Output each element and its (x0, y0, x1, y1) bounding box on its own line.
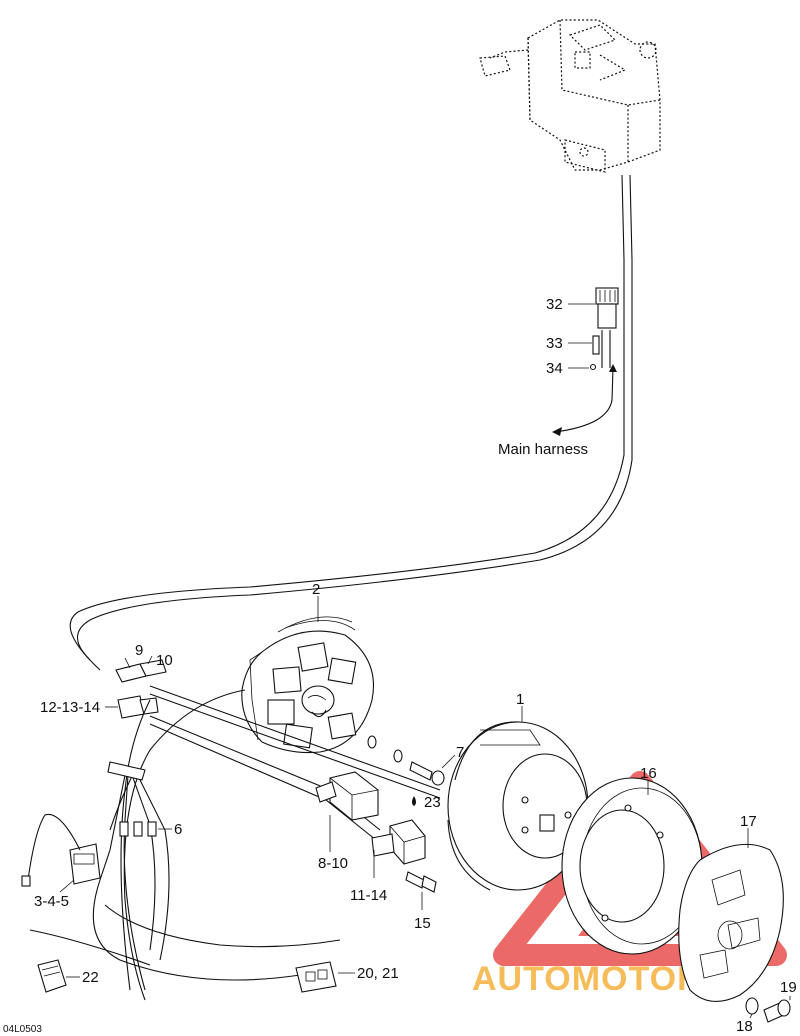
harness-wire-a (76, 174, 633, 661)
main-harness-lead (554, 367, 614, 433)
connector-12-13-14 (117, 695, 159, 719)
label-7: 7 (456, 744, 464, 761)
main-harness-arrow (552, 427, 562, 436)
bolt-15 (405, 871, 437, 893)
label-6: 6 (174, 821, 182, 838)
label-3-4-5: 3-4-5 (34, 893, 69, 910)
wire-rail-2 (149, 693, 441, 799)
ring-gear-16 (561, 777, 703, 955)
washer-18 (745, 997, 759, 1015)
loctite-drop-icon (412, 796, 416, 806)
label-34: 34 (546, 360, 563, 377)
screw-7 (367, 735, 445, 786)
label-11-14: 11-14 (350, 887, 387, 904)
wire-loop-lower (92, 879, 301, 981)
sensor-8-10 (315, 771, 379, 821)
connector-3-4-5 (21, 813, 101, 887)
wire-tie (107, 761, 146, 781)
wire-bundle-1 (120, 699, 151, 991)
hub-cover-17 (678, 843, 784, 1002)
connector-22 (37, 959, 67, 993)
label-9: 9 (135, 642, 143, 659)
label-22: 22 (82, 969, 99, 986)
wire-branch-a (99, 774, 126, 881)
label-15: 15 (414, 915, 431, 932)
bolt-19 (763, 999, 791, 1023)
label-17: 17 (740, 813, 757, 830)
label-33: 33 (546, 335, 563, 352)
wire-loop-mid (104, 904, 341, 948)
wire-rail-1 (149, 685, 441, 791)
cdi-box-phantom (479, 19, 661, 173)
seal-34 (589, 363, 597, 371)
harness-wire-b (69, 174, 625, 671)
wire-branch-b (123, 774, 146, 991)
connector-32 (595, 287, 619, 329)
label-32: 32 (546, 296, 563, 313)
label-10: 10 (156, 652, 173, 669)
terminal-33 (592, 330, 611, 368)
label-20-21: 20, 21 (357, 965, 399, 982)
connector-9-10 (115, 659, 167, 683)
sensor-11-14 (371, 819, 426, 865)
stator-2 (241, 616, 374, 754)
label-19: 19 (780, 979, 797, 996)
main-harness-label: Main harness (498, 441, 588, 458)
wire-branch-d (135, 771, 170, 961)
label-8-10: 8-10 (318, 855, 348, 872)
label-23: 23 (424, 794, 441, 811)
connector-20-21 (295, 961, 337, 993)
drawing-code: 04L0503 (3, 1024, 42, 1035)
label-12-13-14: 12-13-14 (40, 699, 100, 716)
label-1: 1 (516, 691, 524, 708)
terminals-6 (119, 821, 157, 837)
flywheel-1 (447, 721, 589, 891)
label-16: 16 (640, 765, 657, 782)
label-18: 18 (736, 1018, 753, 1035)
wire-bundle-2 (123, 689, 246, 1001)
label-2: 2 (312, 581, 320, 598)
